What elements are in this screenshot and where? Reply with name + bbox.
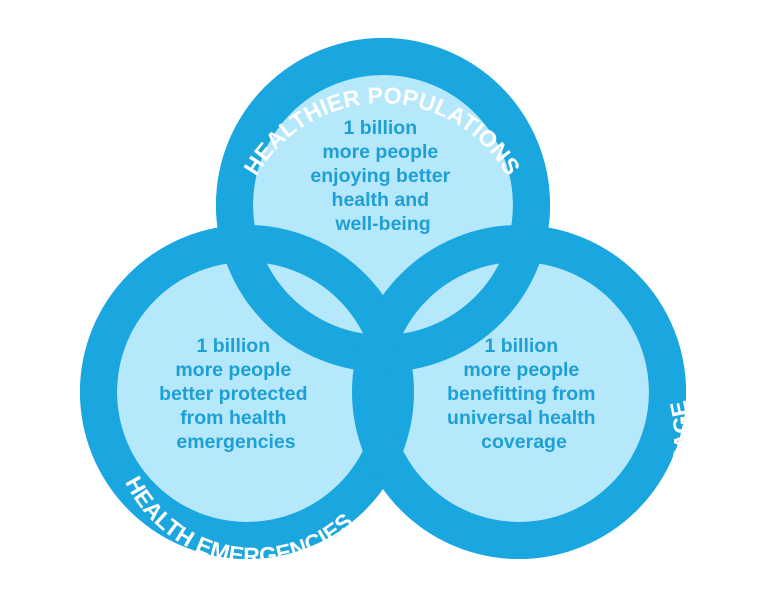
left-line-4: from health: [180, 407, 286, 429]
left-line-1: 1 billion: [196, 335, 270, 357]
top-line-1: 1 billion: [343, 117, 417, 139]
top-line-4: health and: [332, 189, 430, 211]
right-line-5: coverage: [481, 431, 567, 453]
inner-text-left: 1 billion more people better protected f…: [159, 335, 313, 453]
top-line-3: enjoying better: [310, 165, 450, 187]
band-left: [80, 225, 414, 559]
top-line-5: well-being: [334, 213, 430, 235]
ring-bands: [80, 38, 686, 559]
right-line-1: 1 billion: [484, 335, 558, 357]
left-line-3: better protected: [159, 383, 307, 405]
left-line-2: more people: [175, 359, 291, 381]
top-line-2: more people: [322, 141, 438, 163]
right-line-2: more people: [463, 359, 579, 381]
inner-text-top: 1 billion more people enjoying better he…: [310, 117, 455, 235]
left-line-5: emergencies: [176, 431, 295, 453]
inner-text-right: 1 billion more people benefitting from u…: [447, 335, 601, 453]
right-line-3: benefitting from: [447, 383, 595, 405]
right-line-4: universal health: [447, 407, 595, 429]
band-right: [352, 225, 686, 559]
